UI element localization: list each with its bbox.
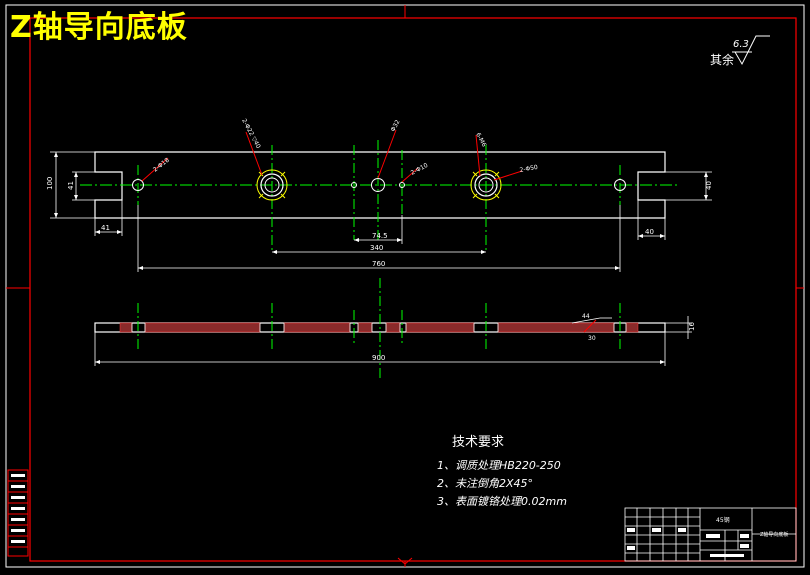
side-view: 16 44 30 900 (94, 278, 696, 378)
dim-left-inner: 41 (67, 181, 75, 190)
bearing-hole-right (470, 169, 502, 201)
tech-req-item-1: 1、调质处理HB220-250 (437, 459, 561, 472)
dim-center-small: 74.5 (372, 232, 388, 240)
dim-left-height: 100 (46, 177, 54, 190)
hole-left-small (132, 179, 144, 191)
tech-req-item-2: 2、未注倒角2X45° (437, 477, 534, 490)
dim-side-note-top: 44 (582, 313, 590, 320)
dim-overall-length: 900 (372, 354, 385, 362)
drawing-frame (5, 4, 805, 568)
dim-right-height: 40 (705, 181, 713, 190)
title-block-marks (627, 528, 749, 557)
title-block-material: 45钢 (716, 516, 730, 524)
page-title: Z轴导向底板 (10, 10, 188, 45)
dim-left-bottom: 41 (101, 224, 110, 232)
dim-right-bottom: 40 (645, 228, 654, 236)
hole-center (371, 178, 385, 192)
title-block-name: Z轴导向底板 (760, 531, 788, 538)
dim-overall-holes: 760 (372, 260, 385, 268)
bearing-hole-left (256, 169, 288, 201)
roughness-value: 6.3 (733, 39, 749, 50)
dim-center-mid: 340 (370, 244, 383, 252)
left-revision-strip (7, 469, 29, 557)
roughness-symbol (732, 35, 770, 66)
roughness-prefix: 其余 (710, 52, 734, 67)
dim-side-note-bottom: 30 (588, 335, 596, 342)
hole-right-small (614, 179, 626, 191)
dim-side-thickness: 16 (688, 322, 696, 331)
tech-req-item-3: 3、表面镀铬处理0.02mm (437, 495, 567, 508)
hole-label-f: 2-Φ50 (519, 164, 538, 174)
tech-req-heading: 技术要求 (452, 435, 505, 450)
title-block (624, 507, 797, 562)
